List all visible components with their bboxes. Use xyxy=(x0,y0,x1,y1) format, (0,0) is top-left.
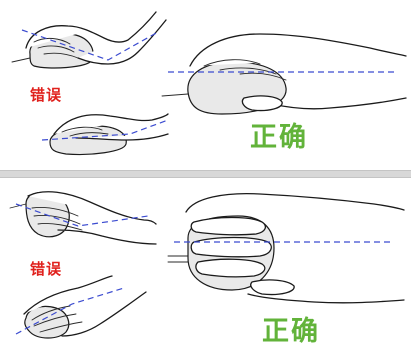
correct-top-view-illustration xyxy=(167,192,405,304)
bottom-panel: 错误 正确 xyxy=(0,178,411,345)
wrong-wrist-raised-illustration xyxy=(41,113,169,156)
wrong-hand-rotated-illustration xyxy=(9,191,157,245)
top-panel: 错误 正确 xyxy=(0,0,411,170)
wrong-label-top: 错误 xyxy=(30,86,63,104)
section-divider xyxy=(0,170,411,178)
correct-side-view-illustration xyxy=(161,33,407,115)
wrong-wrist-bent-sideways-illustration xyxy=(15,275,147,339)
wrong-wrist-bent-up-illustration xyxy=(11,11,167,69)
wrong-label-bottom: 错误 xyxy=(30,260,63,278)
correct-label-top: 正确 xyxy=(250,122,308,153)
correct-label-bottom: 正确 xyxy=(262,316,320,347)
